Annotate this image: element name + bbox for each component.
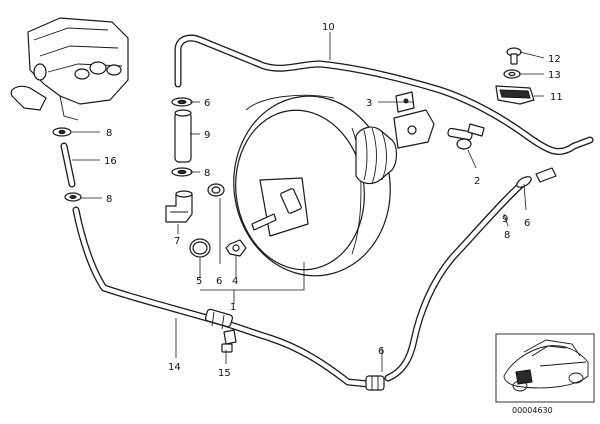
callout-6-right: 6: [524, 218, 530, 229]
intake-manifold: [10, 17, 129, 121]
callout-9-right: 9: [502, 214, 508, 225]
leader-lines: [72, 32, 545, 372]
car-silhouette: [503, 339, 589, 392]
connector-15: [221, 329, 237, 353]
hose-clamp-8-lower-left: [64, 192, 82, 202]
elbow-connector-7: [165, 190, 193, 223]
callout-13: 13: [548, 70, 561, 81]
brake-servo-booster: [233, 94, 391, 277]
vacuum-line-9-right: [384, 180, 526, 382]
callout-8-center: 8: [204, 168, 210, 179]
washer-13: [503, 69, 521, 79]
vacuum-hose-short-16: [60, 142, 76, 188]
callout-4: 4: [232, 276, 238, 287]
hose-clamp-6-right-end: [535, 167, 557, 183]
callout-16: 16: [104, 156, 117, 167]
hose-end-fitting-bottom: [365, 375, 385, 391]
callout-5: 5: [196, 276, 202, 287]
hose-clamp-6-top: [171, 97, 193, 107]
callout-8-left-lower: 8: [106, 194, 112, 205]
vehicle-locator-inset: 00004630: [495, 333, 595, 415]
callout-1: 1: [230, 302, 236, 313]
fork-head-3: [393, 91, 435, 149]
callout-14: 14: [168, 362, 181, 373]
hose-clamp-8-right: [516, 176, 532, 188]
hose-clamp-8-center: [171, 167, 193, 177]
reference-code: 00004630: [512, 406, 553, 415]
callout-9-center: 9: [204, 130, 210, 141]
callout-15: 15: [218, 368, 231, 379]
grommet: [207, 183, 225, 197]
callout-6-upper: 6: [204, 98, 210, 109]
callout-labels: 1 2 3 4 5 6 6 6 6 7 8 8 8 8 9 9 10 11 12…: [104, 22, 563, 379]
callout-8-right: 8: [504, 230, 510, 241]
callout-8-manifold: 8: [106, 128, 112, 139]
callout-11: 11: [550, 92, 563, 103]
bracket-11: [495, 85, 535, 105]
check-valve: [204, 308, 234, 330]
callout-2: 2: [474, 176, 480, 187]
bellows: [355, 126, 398, 185]
hose-clamp-8-upper-left: [52, 127, 72, 137]
callout-12: 12: [548, 54, 561, 65]
vacuum-line-10: [174, 34, 594, 156]
hex-nut-4: [225, 239, 247, 257]
callout-6-bottom: 6: [378, 346, 384, 357]
callout-10: 10: [322, 22, 335, 33]
screw-12: [506, 47, 522, 65]
callout-7: 7: [174, 236, 180, 247]
hose-9-center: [174, 109, 192, 163]
callout-3: 3: [366, 98, 372, 109]
callout-6-servo: 6: [216, 276, 222, 287]
sealing-ring-5: [189, 238, 211, 258]
clevis-pin-2: [447, 123, 485, 150]
